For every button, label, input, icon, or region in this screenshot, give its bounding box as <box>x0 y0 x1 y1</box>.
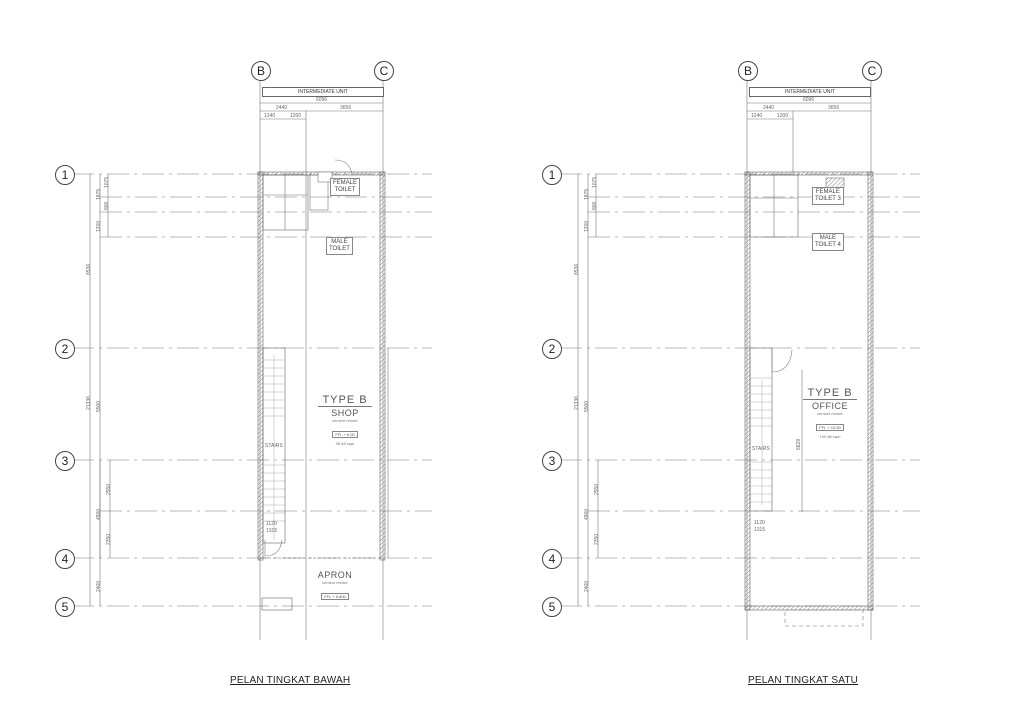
dim-c: 1240 <box>264 113 276 119</box>
dim-overall: 6096 <box>803 97 815 103</box>
room-type: TYPE B <box>803 387 857 400</box>
grid-bubble-c: C <box>862 61 882 81</box>
grid-bubble-3: 3 <box>542 451 562 471</box>
dim-b: 3656 <box>828 105 840 111</box>
grid-bubble-5: 5 <box>55 597 75 617</box>
vdim-1875: 1875 <box>96 188 102 200</box>
grid-bubble-1: 1 <box>55 165 75 185</box>
room-ffl: FFL + 6.00 <box>332 431 358 438</box>
vdim-8536: 8536 <box>574 263 580 275</box>
apron-label: APRON cement render FFL + 5.800 <box>300 570 370 603</box>
vdim-8536: 8536 <box>86 263 92 275</box>
stair-dim-a: 1120 <box>754 520 765 526</box>
first-floor-plan <box>560 78 920 640</box>
room-finish: cement render <box>332 418 358 423</box>
vdim-1075: 1075 <box>104 176 110 188</box>
apron-finish: cement render <box>322 580 348 585</box>
room-use: SHOP <box>331 408 359 418</box>
room-type: TYPE B <box>318 394 372 407</box>
plan-title-first: PELAN TINGKAT SATU <box>748 675 859 686</box>
grid-bubble-5: 5 <box>542 597 562 617</box>
grid-bubble-4: 4 <box>542 549 562 569</box>
dim-c: 1240 <box>751 113 763 119</box>
vdim-2350: 2350 <box>594 533 600 545</box>
grid-bubble-c: C <box>374 61 394 81</box>
dim-overall: 6096 <box>316 97 328 103</box>
male-toilet-label: MALE TOILET 4 <box>812 233 844 251</box>
room-area: 109.86 sqm <box>819 434 841 439</box>
plan-title-ground: PELAN TINGKAT BAWAH <box>230 675 351 686</box>
vdim-1075: 1075 <box>592 176 598 188</box>
unit-banner: INTERMEDIATE UNIT <box>749 87 871 97</box>
room-finish: cement render <box>817 411 843 416</box>
vdim-office: 6828 <box>796 438 802 450</box>
female-toilet-label: FEMALE TOILET <box>330 178 361 196</box>
dim-a: 2440 <box>276 105 288 111</box>
grid-bubble-b: B <box>738 61 758 81</box>
vdim-800: 800 <box>592 201 598 210</box>
vdim-2350: 2350 <box>106 533 112 545</box>
grid-bubble-1: 1 <box>542 165 562 185</box>
stairs-label: STAIRS <box>752 446 770 452</box>
room-use: OFFICE <box>812 401 848 411</box>
vdim-2400: 2400 <box>96 580 102 592</box>
vdim-1200: 1200 <box>96 220 102 232</box>
grid-bubble-2: 2 <box>542 339 562 359</box>
apron-name: APRON <box>317 570 353 580</box>
dim-a: 2440 <box>763 105 775 111</box>
grid-bubble-2: 2 <box>55 339 75 359</box>
office-room-label: TYPE B OFFICE cement render FFL + 10.50 … <box>795 383 865 439</box>
stair-dim-b: 1315 <box>754 527 766 533</box>
vdim-21336: 21336 <box>86 396 92 410</box>
room-area: 98.88 sqm <box>335 441 355 446</box>
unit-banner: INTERMEDIATE UNIT <box>262 87 384 97</box>
grid-bubble-3: 3 <box>55 451 75 471</box>
vdim-5500: 5500 <box>96 400 102 412</box>
vdim-4900: 4900 <box>584 508 590 520</box>
stair-dim-a: 1120 <box>266 521 277 527</box>
room-ffl: FFL + 10.50 <box>816 424 844 431</box>
male-toilet-label: MALE TOILET <box>326 237 353 255</box>
vdim-5500: 5500 <box>584 400 590 412</box>
stair-dim-b: 1315 <box>266 528 278 534</box>
vdim-1200: 1200 <box>584 220 590 232</box>
vdim-2550: 2550 <box>594 483 600 495</box>
ground-floor-plan <box>72 78 432 640</box>
vdim-1875: 1875 <box>584 188 590 200</box>
vdim-2550: 2550 <box>106 483 112 495</box>
vdim-4900: 4900 <box>96 508 102 520</box>
grid-bubble-b: B <box>251 61 271 81</box>
dim-d: 1200 <box>290 113 302 119</box>
vdim-800: 800 <box>104 201 110 210</box>
vdim-21336: 21336 <box>574 396 580 410</box>
dim-b: 3656 <box>340 105 352 111</box>
female-toilet-label: FEMALE TOILET 3 <box>812 187 844 205</box>
vdim-2400: 2400 <box>584 580 590 592</box>
dim-d: 1200 <box>777 113 789 119</box>
apron-ffl: FFL + 5.800 <box>321 593 349 600</box>
grid-bubble-4: 4 <box>55 549 75 569</box>
shop-room-label: TYPE B SHOP cement render FFL + 6.00 98.… <box>300 390 390 446</box>
stairs-label: STAIRS <box>265 443 283 449</box>
